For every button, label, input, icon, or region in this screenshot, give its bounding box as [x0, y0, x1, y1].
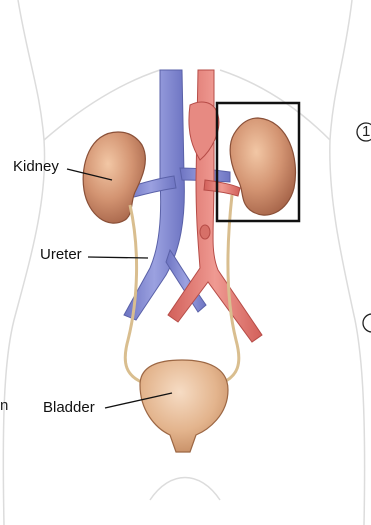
- bladder: [140, 360, 228, 452]
- left-edge-text-fragment: n: [0, 397, 8, 414]
- bladder-label: Bladder: [43, 399, 95, 416]
- kidney-label: Kidney: [13, 158, 59, 175]
- callout-number-top: 1: [362, 123, 370, 140]
- right-kidney: [230, 118, 295, 215]
- ureter-label: Ureter: [40, 246, 82, 263]
- left-kidney: [83, 132, 145, 223]
- ureter-leader: [88, 257, 148, 258]
- callout-circle-bottom: [363, 314, 371, 332]
